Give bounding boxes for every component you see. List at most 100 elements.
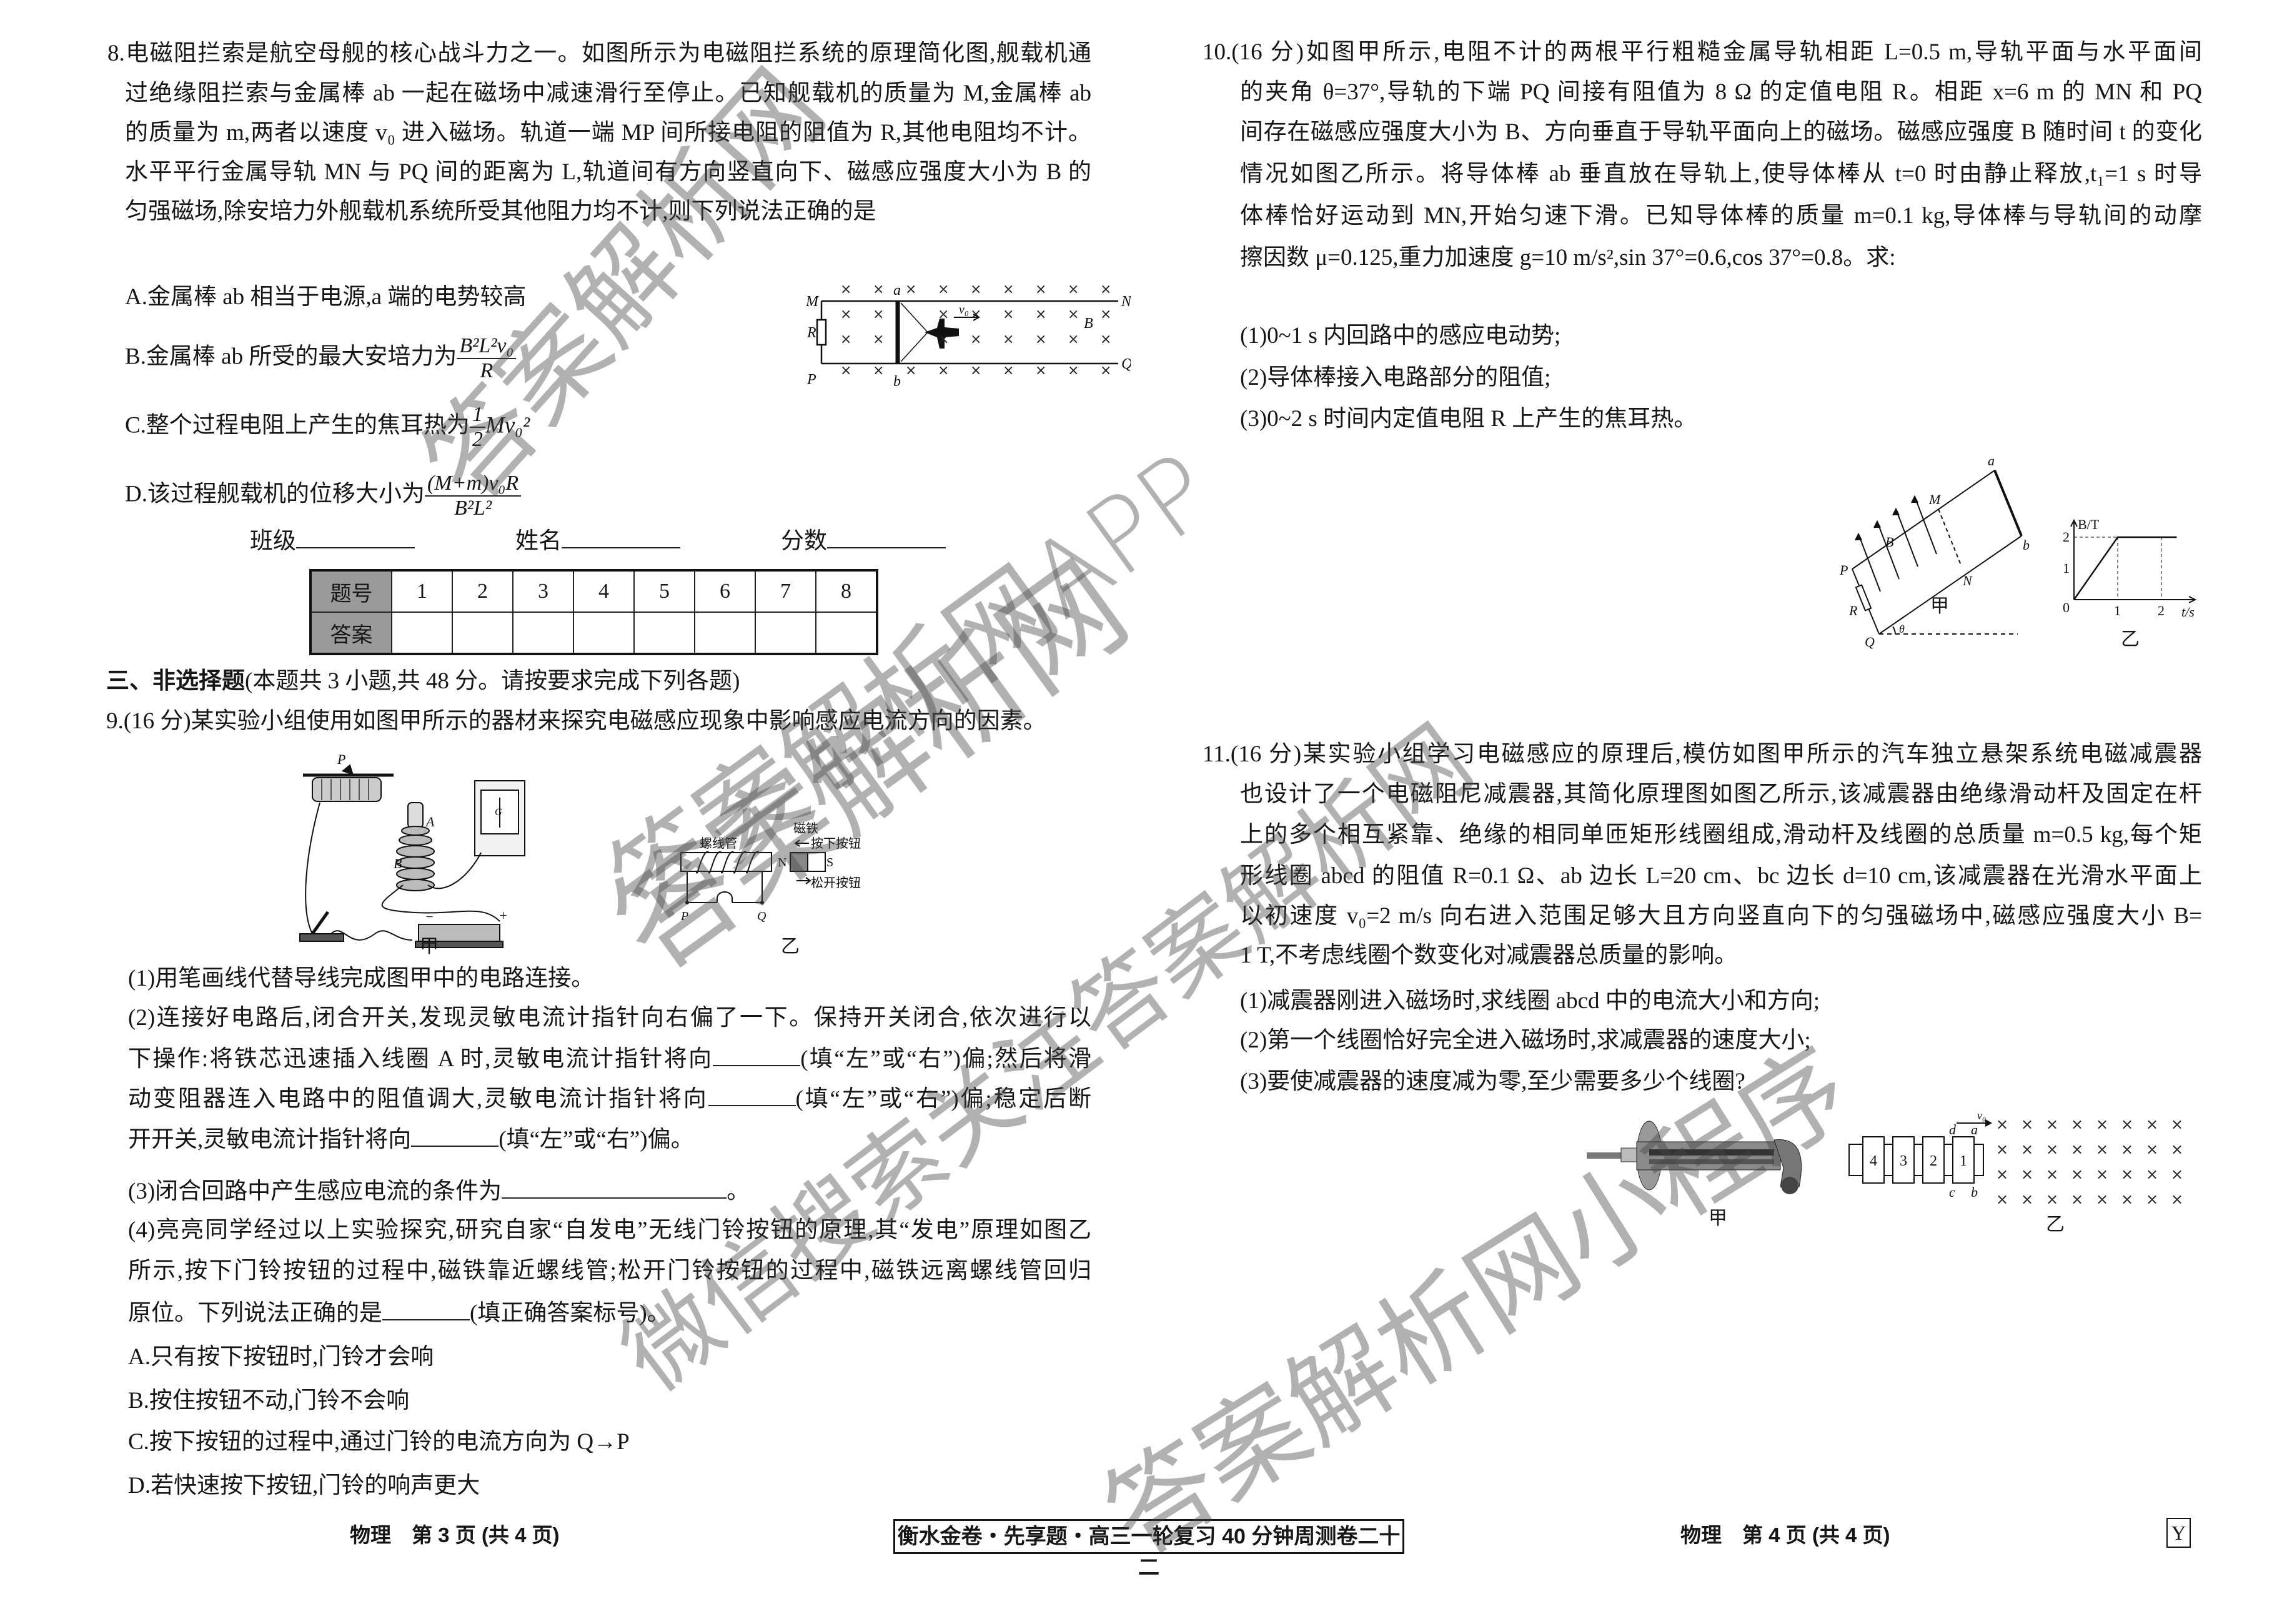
text: (填“左”或“右”)偏;然后将滑: [800, 1046, 1091, 1072]
text: 动变阻器连入电路中的阻值调大,灵敏电流计指针将向: [128, 1086, 708, 1112]
field-cross-icon: ×: [840, 307, 851, 322]
q10-stem-line: 间存在磁感应强度大小为 B、方向垂直于导轨平面向上的磁场。磁感应强度 B 随时间…: [1240, 119, 2202, 145]
field-cross-icon: ×: [2146, 1191, 2158, 1208]
coil-number: 2: [1930, 1153, 1937, 1169]
table-row: 答案: [310, 611, 878, 655]
answer-cell[interactable]: [573, 611, 635, 655]
text: (填正确答案标号)。: [470, 1300, 670, 1326]
section-title: 三、非选择题: [106, 668, 245, 693]
question-number: 2: [452, 570, 513, 613]
footer-page-4: 物理 第 4 页 (共 4 页): [1680, 1523, 1890, 1547]
figure-caption: 甲: [1930, 596, 1949, 616]
field-cross-icon: ×: [2021, 1141, 2033, 1158]
numerator: 1: [469, 403, 485, 428]
q10-question-1: (1)0~1 s 内回路中的感应电动势;: [1240, 323, 1561, 349]
label-a: a: [1971, 1122, 1978, 1137]
field-cross-icon: ×: [2121, 1166, 2133, 1183]
field-cross-icon: ×: [970, 307, 981, 322]
field-cross-icon: ×: [2021, 1166, 2033, 1183]
class-field[interactable]: 班级: [250, 526, 415, 555]
score-blank[interactable]: [827, 526, 946, 548]
coil-number: 3: [1900, 1153, 1907, 1169]
numerator: B²L²v₀: [457, 334, 517, 359]
text: 开开关,灵敏电流计指针将向: [128, 1127, 412, 1152]
class-blank[interactable]: [296, 526, 415, 548]
y-tick-label: 1: [2063, 560, 2070, 576]
airplane-icon: [925, 319, 959, 349]
coil-number: 1: [1960, 1153, 1967, 1169]
label-R: R: [1848, 603, 1858, 618]
field-cross-icon: ×: [1996, 1141, 2008, 1158]
q9-part-4-line: 原位。下列说法正确的是(填正确答案标号)。: [128, 1298, 670, 1327]
label-b: b: [2023, 537, 2030, 553]
label-N: N: [1962, 573, 1973, 588]
question-number: 6: [694, 570, 756, 613]
field-cross-icon: ×: [2046, 1116, 2058, 1133]
field-cross-icon: ×: [938, 307, 949, 322]
q9-option-a: A.只有按下按钮时,门铃才会响: [128, 1344, 434, 1370]
field-cross-icon: ×: [1035, 307, 1046, 322]
q11-question-3: (3)要使减震器的速度减为零,至少需要多少个线圈?: [1240, 1069, 1745, 1094]
section-instructions: (本题共 3 小题,共 48 分。请按要求完成下列各题): [245, 668, 740, 694]
answer-cell[interactable]: [755, 611, 816, 655]
field-cross-icon: ×: [840, 282, 851, 297]
label-Q: Q: [1865, 634, 1875, 650]
q9-part-2-line: 开开关,灵敏电流计指针将向(填“左”或“右”)偏。: [128, 1124, 694, 1154]
answer-cell[interactable]: [633, 611, 695, 655]
denominator: R: [480, 359, 494, 382]
label-N: N: [1121, 294, 1131, 310]
q8-stem-line: 的质量为 m,两者以速度 v₀ 进入磁场。轨道一端 MP 间所接电阻的阻值为 R…: [125, 120, 1091, 146]
name-blank[interactable]: [562, 526, 680, 548]
q10-question-2: (2)导体棒接入电路部分的阻值;: [1240, 365, 1551, 390]
q10-stem-line: 情况如图乙所示。将导体棒 ab 垂直放在导轨上,使导体棒从 t=0 时由静止释放…: [1240, 161, 2202, 187]
answer-cell[interactable]: [452, 611, 513, 655]
q10-question-3: (3)0~2 s 时间内定值电阻 R 上产生的焦耳热。: [1240, 406, 1697, 432]
field-cross-icon: ×: [1003, 332, 1014, 347]
field-cross-icon: ×: [1068, 332, 1079, 347]
field-cross-icon: ×: [1035, 332, 1046, 347]
field-cross-icon: ×: [1068, 307, 1079, 322]
label-B: B: [1885, 534, 1893, 550]
q9-part-2-line: 动变阻器连入电路中的阻值调大,灵敏电流计指针将向(填“左”或“右”)偏;稳定后断: [128, 1084, 1091, 1113]
field-cross-icon: ×: [2146, 1166, 2158, 1183]
field-cross-icon: ×: [2146, 1141, 2158, 1158]
section-3-heading: 三、非选择题(本题共 3 小题,共 48 分。请按要求完成下列各题): [106, 667, 740, 695]
pole-S: S: [826, 856, 833, 869]
fill-blank[interactable]: [713, 1044, 801, 1066]
label-c: c: [1949, 1184, 1955, 1200]
score-field[interactable]: 分数: [781, 526, 946, 555]
q9-part-2-line: (2)连接好电路后,闭合开关,发现灵敏电流计指针向右偏了一下。保持开关闭合,依次…: [128, 1005, 1091, 1031]
field-cross-icon: ×: [2121, 1191, 2133, 1208]
field-cross-icon: ×: [938, 282, 949, 297]
fill-blank[interactable]: [382, 1298, 470, 1320]
answer-cell[interactable]: [391, 611, 453, 655]
q11-stem-line: 形线圈 abcd 的阻值 R=0.1 Ω、ab 边长 L=20 cm、bc 边长…: [1240, 863, 2202, 889]
field-cross-icon: ×: [970, 282, 981, 297]
footer-page-3: 物理 第 3 页 (共 4 页): [350, 1523, 560, 1547]
answer-cell[interactable]: [815, 611, 878, 655]
field-cross-icon: ×: [1068, 363, 1079, 379]
coil-number: 4: [1870, 1153, 1877, 1169]
label-b: b: [893, 374, 901, 390]
name-field[interactable]: 姓名: [515, 526, 680, 555]
text: 下操作:将铁芯迅速插入线圈 A 时,灵敏电流计指针将向: [128, 1046, 713, 1072]
row-header: 题号: [310, 570, 392, 613]
field-cross-icon: ×: [1100, 307, 1111, 322]
label-a: a: [1988, 453, 1995, 468]
field-cross-icon: ×: [1996, 1116, 2008, 1133]
q9-part-2-line: 下操作:将铁芯迅速插入线圈 A 时,灵敏电流计指针将向 (填“左”或“右”)偏;然…: [128, 1044, 1091, 1073]
pole-N: N: [778, 856, 786, 869]
fill-blank[interactable]: [708, 1084, 796, 1106]
fill-blank[interactable]: [411, 1124, 499, 1147]
option-tail: Mv₀²: [485, 412, 530, 438]
fill-blank[interactable]: [502, 1176, 727, 1199]
answer-cell[interactable]: [512, 611, 574, 655]
field-cross-icon: ×: [2096, 1141, 2108, 1158]
origin-label: 0: [2063, 600, 2070, 615]
answer-cell[interactable]: [694, 611, 756, 655]
y-tick-label: 2: [2063, 529, 2070, 545]
field-cross-icon: ×: [1035, 282, 1046, 297]
field-cross-icon: ×: [873, 307, 884, 322]
y-axis-label: B/T: [2078, 517, 2100, 532]
